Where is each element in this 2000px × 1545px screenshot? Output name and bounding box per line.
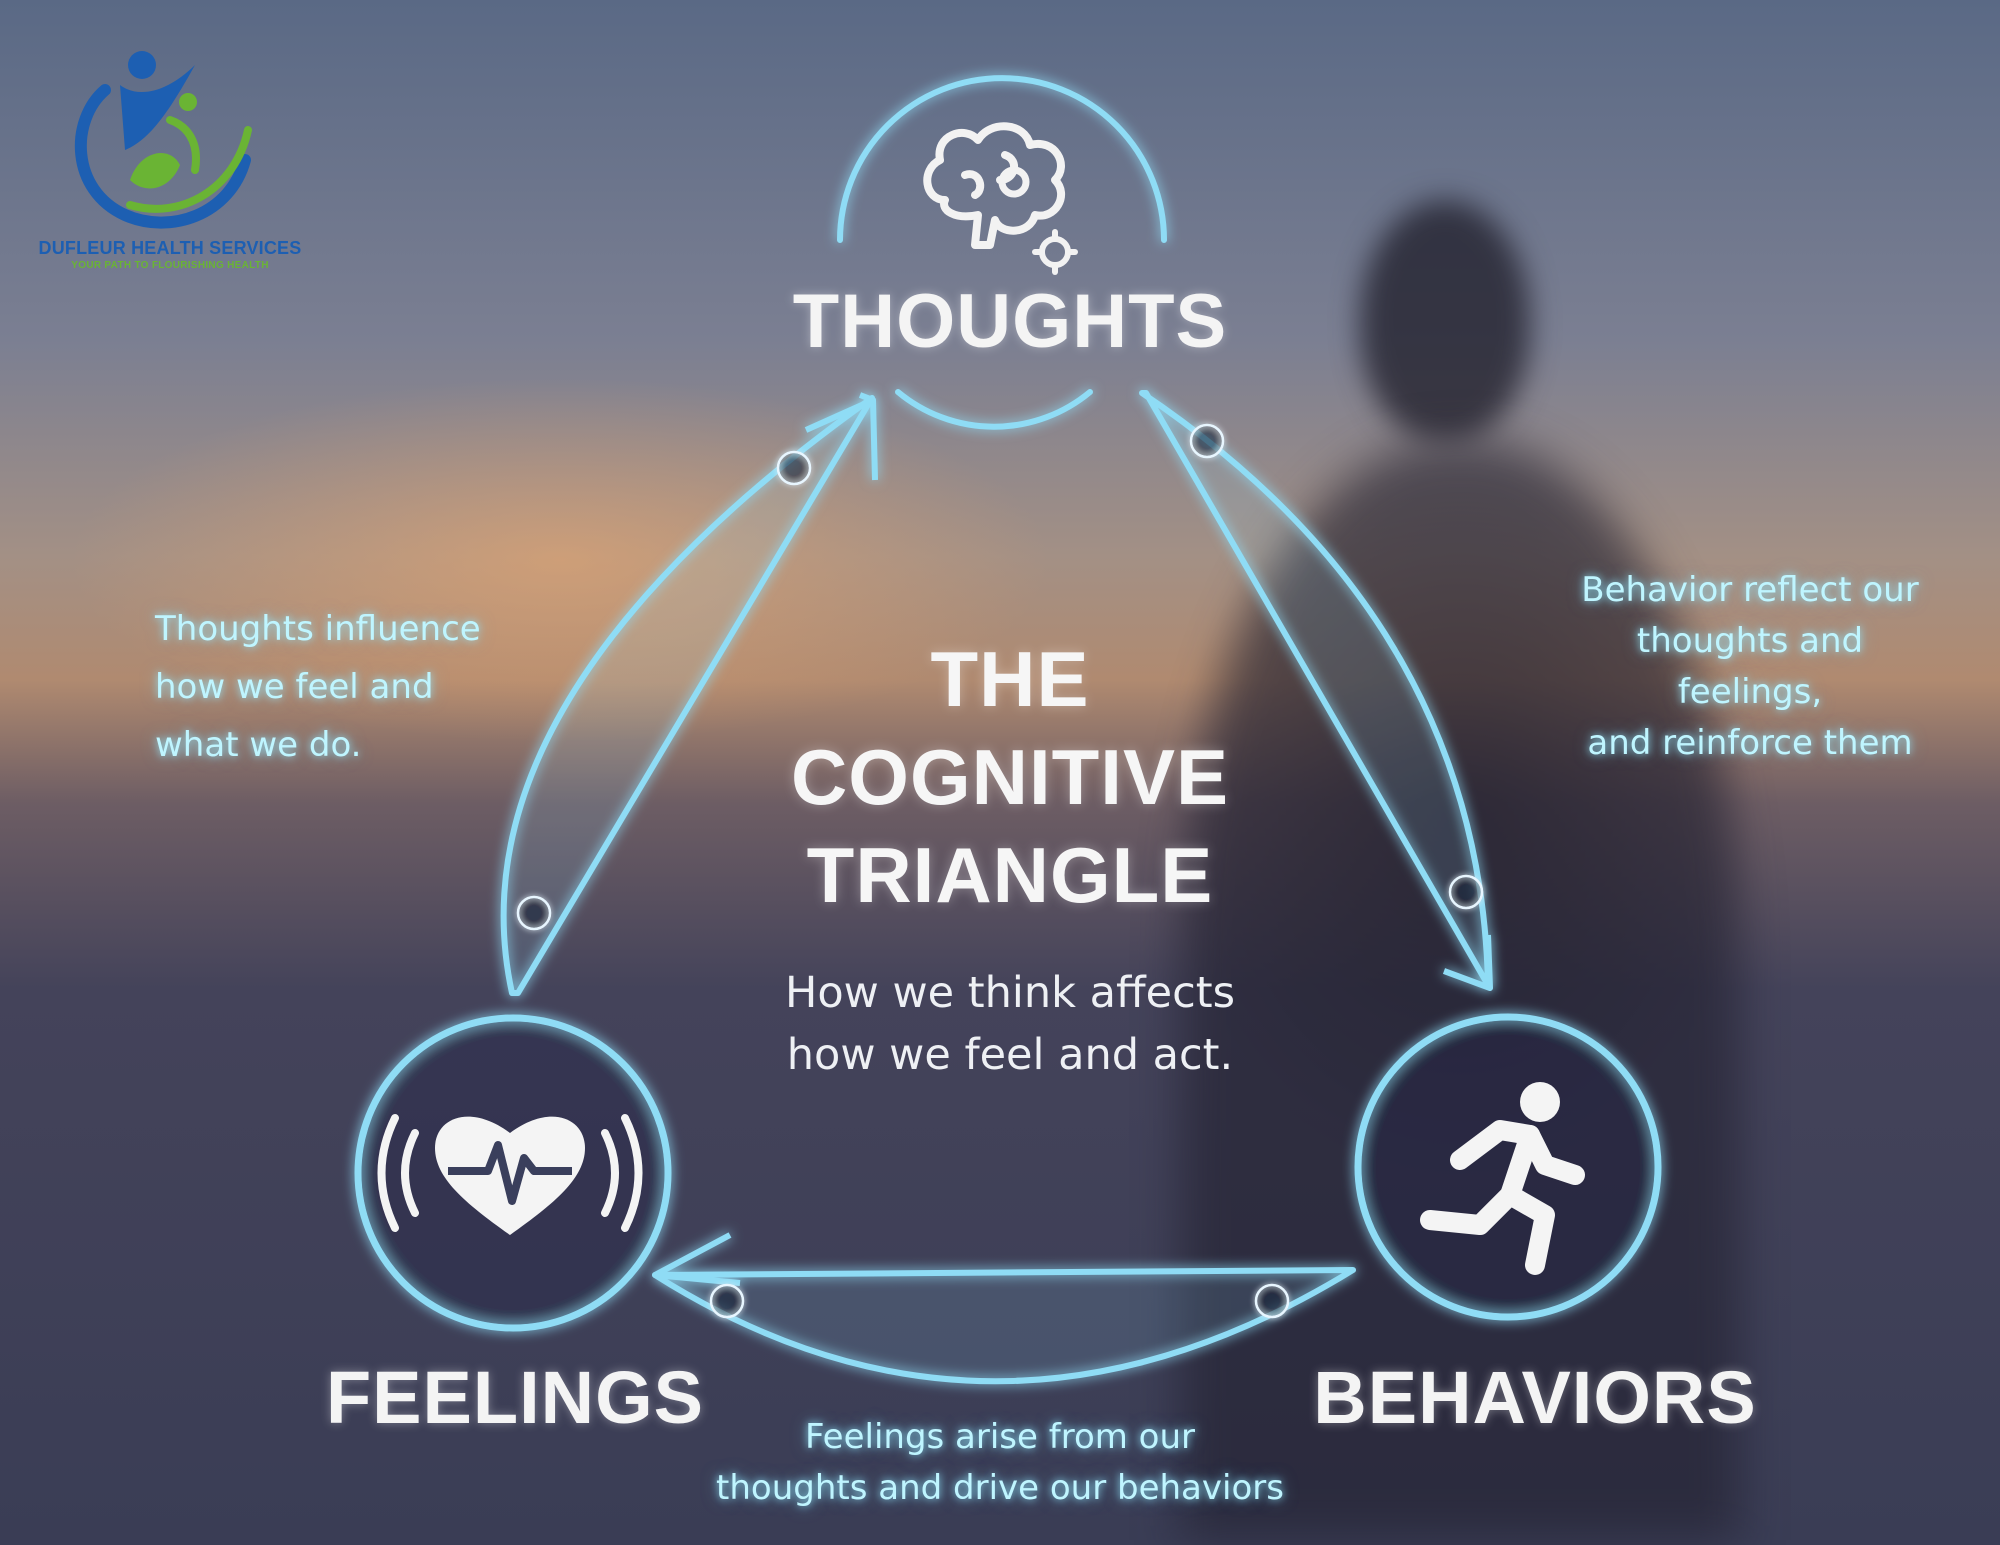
caption-line: Behavior reflect our	[1581, 570, 1919, 610]
caption-line: thoughts and drive our behaviors	[716, 1468, 1284, 1508]
caption-line: Thoughts influence	[155, 609, 481, 649]
band-marker-icons	[516, 423, 1484, 1319]
caption-line: how we feel and	[155, 667, 434, 707]
running-person-icon	[1420, 1082, 1585, 1275]
title-line: COGNITIVE	[790, 733, 1230, 821]
behaviors-ring	[1354, 1013, 1662, 1321]
diagram-subtitle: How we think affects how we feel and act…	[680, 962, 1340, 1086]
brain-gears-icon	[923, 122, 1078, 275]
title-line: TRIANGLE	[806, 831, 1214, 919]
caption-right: Behavior reflect our thoughts and feelin…	[1500, 565, 2000, 769]
logo-org-name: DUFLEUR HEALTH SERVICES	[38, 238, 302, 258]
subtitle-line: how we feel and act.	[786, 1030, 1234, 1080]
silhouette-body	[1180, 440, 1740, 1540]
caption-bottom: Feelings arise from our thoughts and dri…	[620, 1412, 1380, 1514]
diagram-title: THE COGNITIVE TRIANGLE	[680, 630, 1340, 924]
caption-line: thoughts and	[1636, 621, 1864, 661]
arrow-feelings-to-thoughts	[500, 392, 878, 996]
subtitle-line: How we think affects	[785, 968, 1235, 1018]
thoughts-label: THOUGHTS	[792, 279, 1228, 364]
arrow-behaviors-to-feelings	[652, 1232, 1356, 1385]
logo-tagline: YOUR PATH TO FLOURISHING HEALTH	[71, 260, 269, 271]
caption-line: and reinforce them	[1587, 723, 1913, 763]
arrow-thoughts-to-behaviors	[1139, 390, 1493, 991]
caption-left: Thoughts influence how we feel and what …	[155, 600, 575, 774]
feelings-label: FEELINGS	[325, 1356, 705, 1439]
caption-line: Feelings arise from our	[804, 1417, 1196, 1457]
thoughts-ring	[837, 75, 1167, 430]
dufleur-logo: DUFLEUR HEALTH SERVICES YOUR PATH TO FLO…	[20, 30, 320, 290]
caption-line: what we do.	[155, 725, 362, 765]
title-line: THE	[930, 635, 1090, 723]
behaviors-label: BEHAVIORS	[1313, 1356, 1757, 1439]
logo-emblem-icon	[74, 51, 252, 229]
caption-line: feelings,	[1677, 672, 1823, 712]
silhouette-head	[1360, 200, 1530, 440]
heartbeat-icon	[377, 1114, 643, 1235]
